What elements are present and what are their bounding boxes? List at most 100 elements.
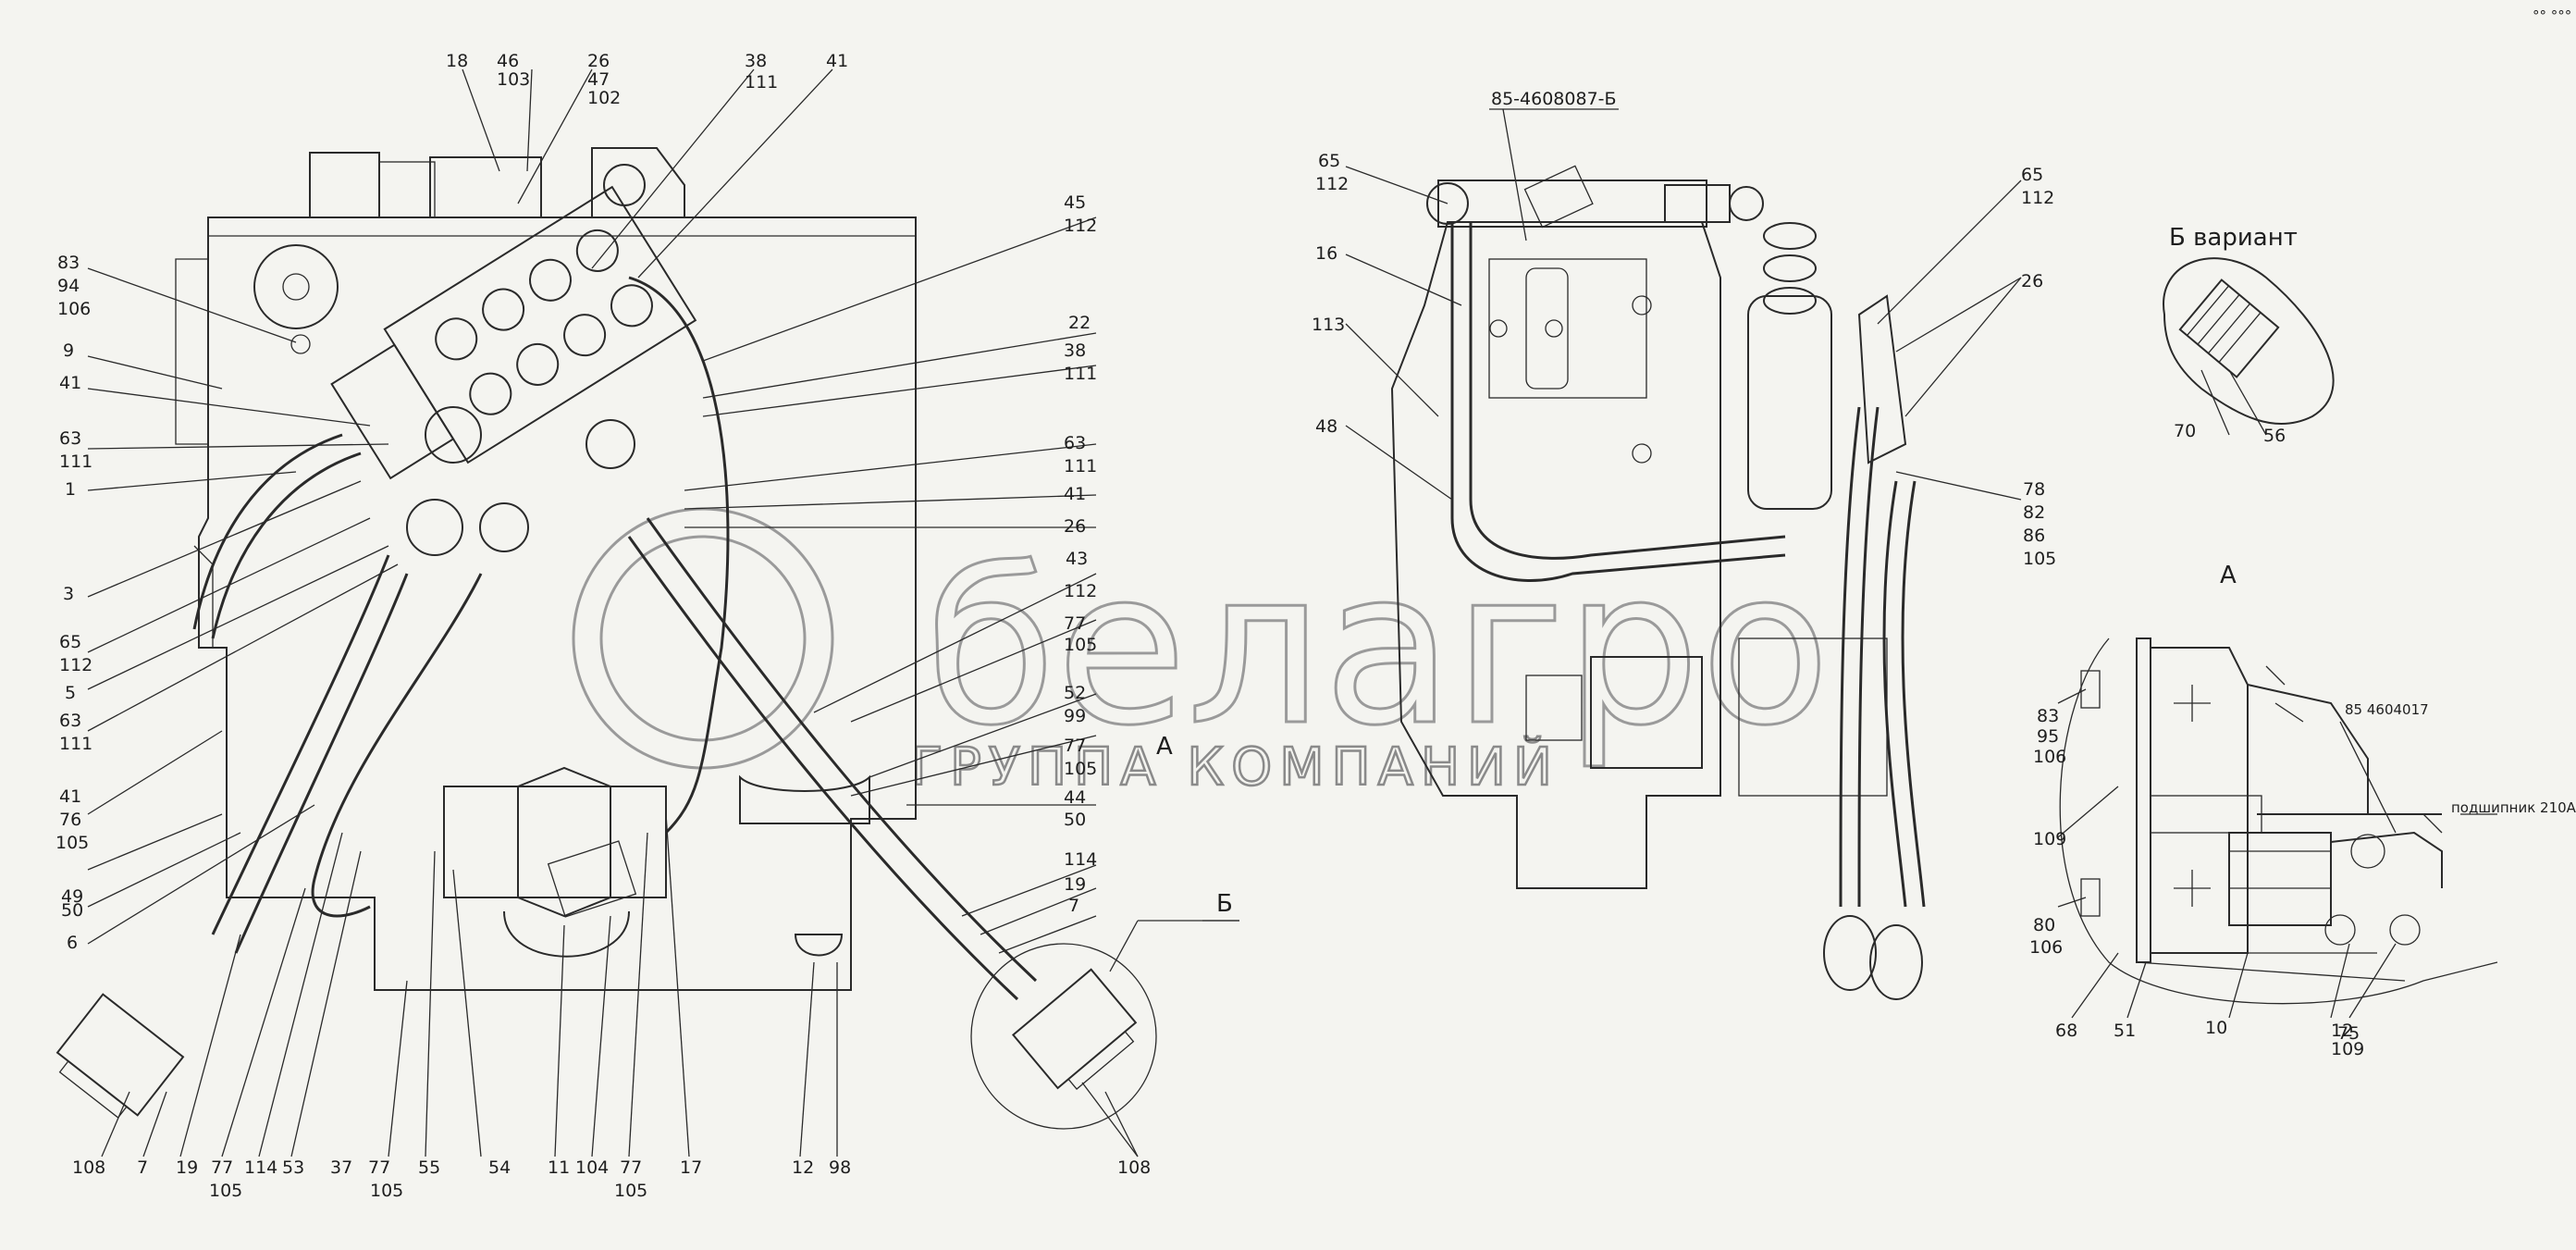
detail-labels-callout: 83 [2037,706,2059,726]
right-labels-callout: 105 [1064,635,1097,655]
left-labels-callout: 1 [65,479,76,500]
bottom-labels-callout: 105 [209,1181,242,1201]
right-labels-callout: 111 [1064,364,1097,384]
detail-labels-callout: 109 [2331,1039,2364,1059]
variant-labels-callout: 56 [2263,426,2286,446]
detail-labels-callout: 75 [2337,1023,2360,1044]
top-labels-callout: 46 [497,51,519,71]
bottom-labels-callout: 105 [614,1181,647,1201]
right-labels-callout: 22 [1068,313,1091,333]
bottom-labels-callout: 19 [176,1157,198,1178]
right-labels-callout: 112 [1064,581,1097,601]
left-labels-callout: 49 [61,886,83,907]
detail-labels-callout: 68 [2055,1021,2077,1041]
side-labels-callout: 65 [2021,165,2043,185]
side-labels-callout: 48 [1315,416,1337,437]
right-labels-callout: 41 [1064,484,1086,504]
side-labels-callout: 112 [2021,188,2054,208]
top-labels-callout: 18 [446,51,468,71]
detail-labels-callout: 10 [2205,1018,2227,1038]
right-labels-callout: 50 [1064,810,1086,830]
left-labels-callout: 41 [59,786,81,807]
top-labels-callout: 47 [587,69,610,90]
bottom-labels-callout: 114 [244,1157,277,1178]
leader-lines-detail [2057,688,2443,1019]
right-labels-callout: 44 [1064,787,1086,808]
bottom-labels-callout: 108 [72,1157,105,1178]
detail-part-number: 85 4604017 [2345,701,2429,718]
side-labels-callout: 26 [2021,271,2043,291]
section-a-marker-right: А [2220,562,2237,589]
variant-labels-callout: 70 [2174,421,2196,441]
bottom-labels-callout: 104 [575,1157,609,1178]
left-labels-callout: 105 [55,833,89,853]
bearing-label: подшипник 210А [2451,799,2576,816]
b-variant-detail [2163,257,2335,436]
side-labels-callout: 86 [2023,526,2045,546]
corner-mark: °° °°° [2533,7,2571,24]
top-labels-callout: 102 [587,88,621,108]
left-labels-callout: 83 [57,253,80,273]
bottom-labels-callout: 98 [829,1157,851,1178]
detail-labels-callout: 12 [2331,1021,2353,1041]
bottom-labels-callout: 11 [548,1157,570,1178]
left-labels-callout: 111 [59,452,92,472]
bottom-labels-callout: 12 [792,1157,814,1178]
detail-labels-callout: 106 [2029,937,2063,958]
left-labels-callout: 94 [57,276,80,296]
left-labels-callout: 106 [57,299,91,319]
top-labels-callout: 38 [745,51,767,71]
right-labels-callout: 63 [1064,433,1086,453]
bottom-labels-callout: 77 [368,1157,390,1178]
watermark: белагро ГРУППА КОМПАНИЙ [572,507,1831,798]
bottom-labels-callout: 77 [620,1157,642,1178]
right-labels-callout: 43 [1066,549,1088,569]
right-labels-callout: 77 [1064,736,1086,756]
right-labels-callout: 114 [1064,849,1097,870]
section-b-marker: Б [1216,890,1233,918]
top-labels-callout: 41 [826,51,848,71]
right-labels-callout: 26 [1064,516,1086,537]
side-labels-callout: 112 [1315,174,1349,194]
leader-lines-side [1345,108,2022,501]
bottom-labels-callout: 37 [330,1157,352,1178]
right-labels-callout: 112 [1064,216,1097,236]
section-a-marker-left: А [1156,733,1173,761]
left-labels-callout: 63 [59,711,81,731]
side-labels-callout: 113 [1312,315,1345,335]
side-view [1390,165,1926,1000]
right-labels-callout: 77 [1064,613,1086,634]
top-labels-callout: 111 [745,72,778,93]
bottom-labels-callout: 17 [680,1157,702,1178]
side-labels-callout: 65 [1318,151,1340,171]
detail-circle-b [970,943,1157,1130]
left-labels-callout: 76 [59,810,81,830]
right-labels-callout: 105 [1064,759,1097,779]
callout-labels: 8394106941631111365112563111417610549506… [55,51,2364,1201]
side-labels-callout: 105 [2023,549,2056,569]
right-labels-callout: 99 [1064,706,1086,726]
detail-labels-callout: 109 [2033,829,2066,849]
left-labels-callout: 6 [67,933,78,953]
left-labels-callout: 41 [59,373,81,393]
bottom-labels-callout: 53 [282,1157,304,1178]
bottom-labels-callout: 54 [488,1157,511,1178]
watermark-subtitle: ГРУППА КОМПАНИЙ [911,736,1559,798]
right-labels-callout: 19 [1064,874,1086,895]
top-labels-callout: 26 [587,51,610,71]
left-labels-callout: 9 [63,340,74,361]
main-front-view [55,147,1157,1130]
right-labels-callout: 111 [1064,456,1097,476]
detail-labels-callout: 106 [2033,747,2066,767]
bottom-labels-callout: 108 [1117,1157,1151,1178]
left-labels-callout: 111 [59,734,92,754]
side-labels-callout: 16 [1315,243,1337,264]
right-labels-callout: 52 [1064,683,1086,703]
top-labels-callout: 103 [497,69,530,90]
side-view-part-number: 85-4608087-Б [1491,89,1617,109]
bottom-labels-callout: 77 [211,1157,233,1178]
bottom-labels-callout: 7 [137,1157,148,1178]
right-labels-callout: 38 [1064,340,1086,361]
